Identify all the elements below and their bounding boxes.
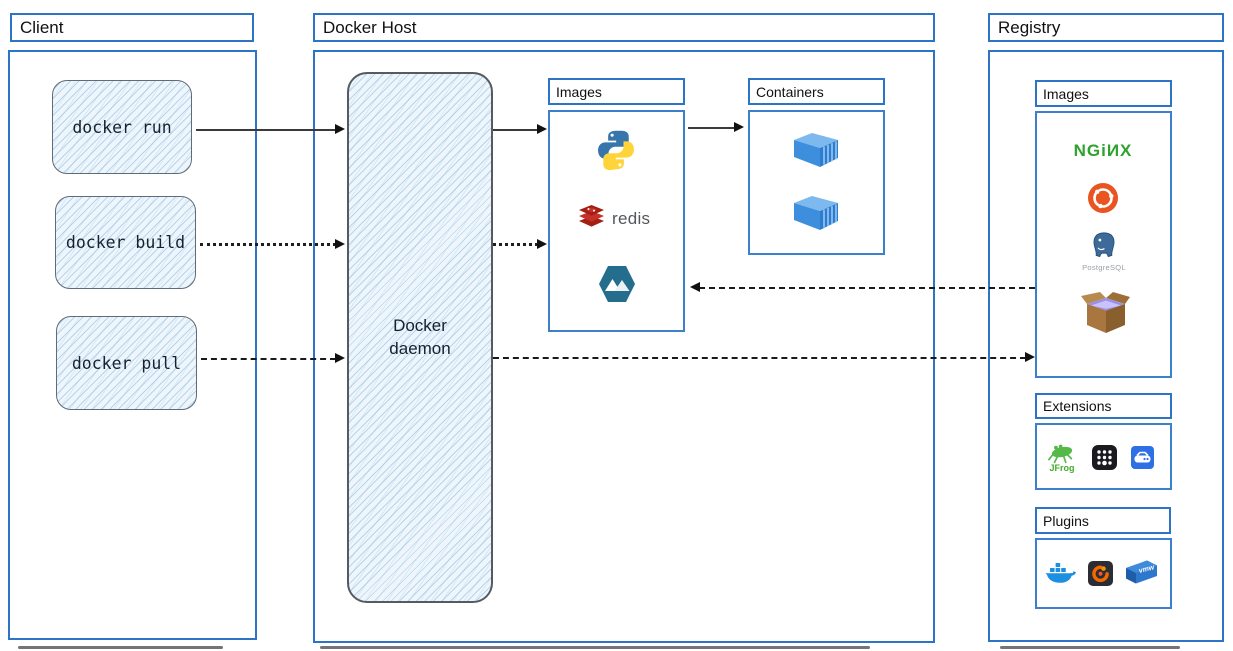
postgresql-icon: PostgreSQL — [1080, 227, 1128, 275]
registry-images-title-label: Images — [1043, 85, 1089, 102]
client-section-title: Client — [10, 13, 254, 42]
python-icon — [594, 128, 638, 172]
nginx-icon: NGiИX — [1073, 141, 1133, 160]
docker-build-box: docker build — [55, 196, 196, 289]
arrow-images-to-containers — [688, 122, 744, 132]
extensions-title: Extensions — [1035, 393, 1172, 419]
redis-icon — [578, 204, 605, 233]
docker-build-label: docker build — [65, 233, 186, 252]
arrow-daemon-to-registry — [493, 352, 1035, 362]
container-icon — [792, 194, 840, 232]
vmware-label: vmw — [1138, 564, 1155, 575]
docker-host-title-label: Docker Host — [323, 17, 417, 37]
vmware-icon: vmw — [1123, 557, 1160, 588]
container-icon — [792, 131, 840, 169]
host-images-title-label: Images — [556, 83, 602, 100]
busybox-open-box-icon — [1079, 290, 1133, 336]
jfrog-icon: JFrog — [1045, 438, 1079, 476]
registry-images-title: Images — [1035, 80, 1172, 107]
arrow-pull-client-to-daemon — [201, 353, 345, 363]
containers-title: Containers — [748, 78, 885, 105]
shadow-line — [320, 646, 870, 649]
grid-dots-extension-icon — [1091, 444, 1118, 471]
extensions-title-label: Extensions — [1043, 398, 1112, 414]
registry-title-label: Registry — [998, 17, 1061, 37]
arrowhead-icon — [335, 124, 345, 134]
host-images-box — [548, 110, 685, 332]
arrowhead-icon — [690, 282, 700, 292]
arrow-run-client-to-daemon — [196, 124, 345, 134]
docker-run-box: docker run — [52, 80, 192, 174]
docker-pull-label: docker pull — [71, 353, 182, 373]
arrowhead-icon — [734, 122, 744, 132]
arrowhead-icon — [1025, 352, 1035, 362]
redis-label: redis — [612, 208, 651, 228]
host-images-title: Images — [548, 78, 685, 105]
arrowhead-icon — [335, 353, 345, 363]
arrowhead-icon — [335, 239, 345, 249]
redis-item: redis — [578, 204, 650, 233]
client-title-label: Client — [20, 17, 64, 37]
docker-whale-icon — [1043, 560, 1077, 588]
plugins-title-label: Plugins — [1043, 512, 1089, 529]
disk-drive-extension-icon — [1130, 445, 1155, 470]
jfrog-label: JFrog — [1049, 462, 1075, 473]
shadow-line — [1000, 646, 1180, 649]
alpine-icon — [597, 264, 637, 304]
docker-daemon-box: Docker daemon — [347, 72, 493, 603]
containers-title-label: Containers — [756, 83, 824, 100]
plugins-title: Plugins — [1035, 507, 1171, 534]
arrowhead-icon — [537, 239, 547, 249]
containers-box — [748, 110, 885, 255]
arrow-daemon-to-images — [493, 124, 547, 134]
docker-run-label: docker run — [72, 117, 172, 137]
arrow-build-client-to-daemon — [200, 239, 345, 249]
arrow-daemon-to-images-build — [493, 239, 547, 249]
arrowhead-icon — [537, 124, 547, 134]
grafana-icon — [1087, 560, 1114, 587]
docker-daemon-label: Docker daemon — [389, 315, 451, 358]
ubuntu-icon — [1087, 182, 1119, 214]
shadow-line — [18, 646, 223, 649]
registry-section-title: Registry — [988, 13, 1224, 42]
docker-host-section-title: Docker Host — [313, 13, 935, 42]
docker-pull-box: docker pull — [56, 316, 197, 410]
postgresql-label: PostgreSQL — [1082, 263, 1126, 272]
arrow-registry-to-host-images — [690, 282, 1035, 292]
